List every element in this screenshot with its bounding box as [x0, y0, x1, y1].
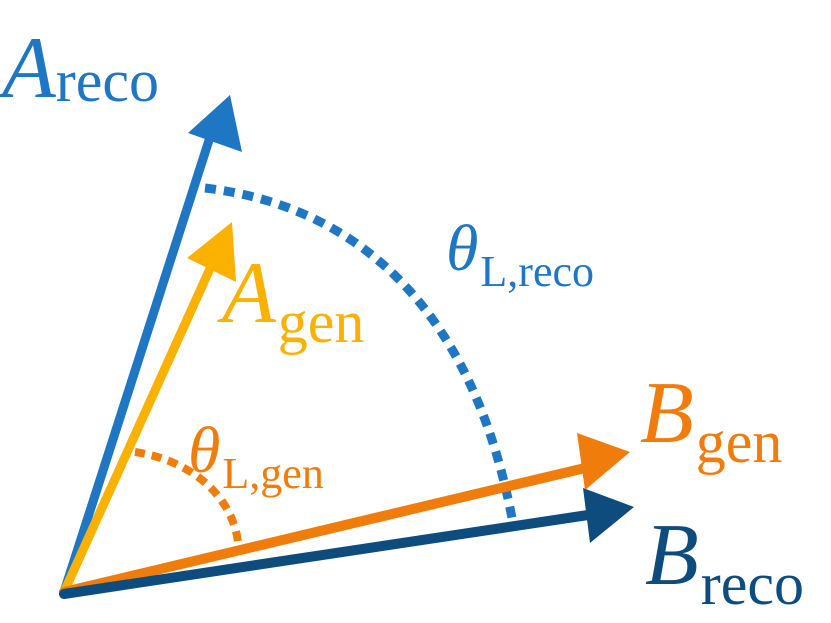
label-b-reco: Breco: [645, 507, 804, 617]
label-b-gen-main: B: [640, 365, 694, 462]
label-a-gen-main: A: [217, 245, 277, 342]
label-b-gen: Bgen: [640, 365, 782, 475]
label-b-reco-main: B: [645, 507, 699, 604]
b-gen-vector: [59, 463, 590, 597]
label-b-gen-sub: gen: [696, 409, 783, 475]
label-a-reco-sub: reco: [56, 48, 159, 114]
a-gen-vector: [59, 257, 218, 597]
b-reco-arrowhead: [583, 488, 634, 543]
label-a-reco-main: A: [0, 20, 57, 117]
label-theta-reco-main: θ: [446, 212, 478, 285]
b-gen-arrowhead: [577, 433, 630, 490]
label-theta-reco-sub: L,reco: [480, 247, 594, 296]
label-b-reco-sub: reco: [701, 551, 804, 617]
label-a-gen: Agen: [217, 245, 364, 355]
theta-gen-arc: [134, 448, 242, 543]
label-theta-gen-main: θ: [188, 414, 220, 487]
label-a-reco: Areco: [0, 20, 159, 117]
a-reco-arrowhead: [188, 95, 242, 152]
theta-reco-arc: [204, 183, 517, 519]
label-theta-gen: θL,gen: [188, 414, 324, 498]
a-reco-vector: [59, 129, 216, 597]
a-gen-arrowhead: [187, 222, 236, 282]
label-a-gen-sub: gen: [278, 289, 365, 355]
b-reco-vector: [59, 510, 593, 599]
label-theta-reco: θL,reco: [446, 212, 594, 296]
label-theta-gen-sub: L,gen: [222, 449, 323, 498]
